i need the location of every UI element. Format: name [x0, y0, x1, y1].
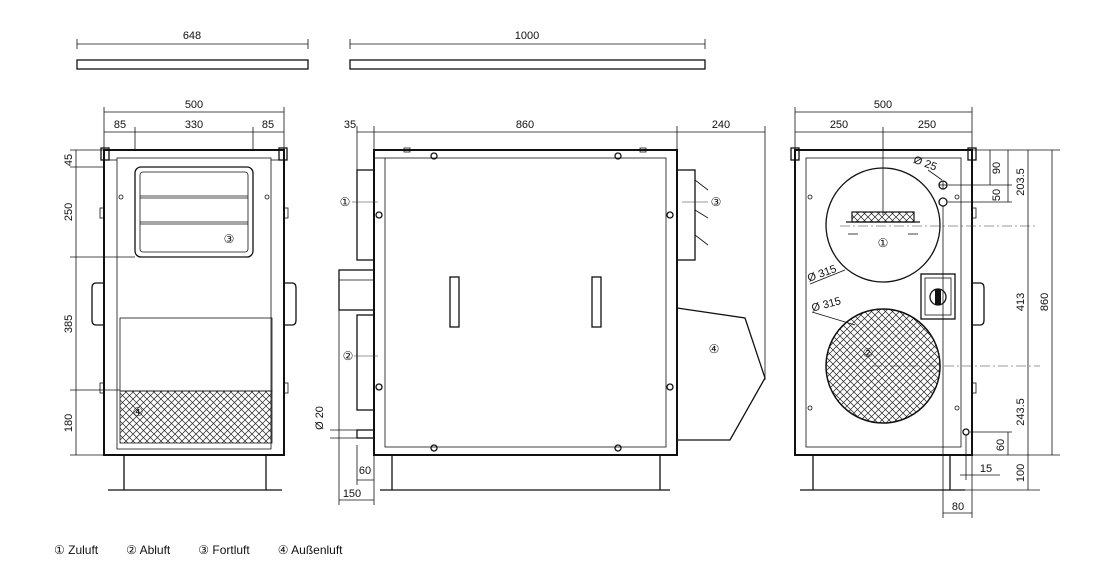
dim-rear-60: 60: [995, 439, 1007, 451]
dim-side-d20: Ø 20: [314, 406, 326, 430]
front-callout-4: ④: [133, 405, 144, 419]
dim-front-500: 500: [185, 99, 203, 111]
front-view: 500 85 330 85 45 250 385 180: [63, 99, 297, 491]
legend-item-zuluft: ① Zuluft: [54, 543, 99, 557]
dim-side-240: 240: [712, 119, 730, 131]
dim-front-85-right: 85: [262, 119, 274, 131]
dim-rear-15: 15: [980, 463, 992, 475]
dim-rear-d315-lower: Ø 315: [810, 295, 842, 314]
side-view: 35 860 240 ① ②: [314, 119, 766, 505]
dim-rear-50: 50: [991, 189, 1003, 201]
dim-rear-860: 860: [1039, 293, 1051, 311]
rear-callout-2: ②: [863, 346, 874, 360]
dim-side-150: 150: [343, 488, 361, 500]
dim-front-250: 250: [63, 203, 75, 221]
side-callout-1: ①: [340, 195, 351, 209]
legend-item-abluft: ② Abluft: [126, 543, 171, 557]
side-callout-2: ②: [343, 349, 354, 363]
dim-rear-100: 100: [1015, 464, 1027, 482]
dim-side-60: 60: [359, 465, 371, 477]
dim-rear-250-left: 250: [830, 119, 848, 131]
dim-1000: 1000: [515, 30, 539, 42]
rear-callout-1: ①: [878, 236, 889, 250]
dim-rear-413: 413: [1015, 293, 1027, 311]
dim-rear-d25: Ø 25: [912, 154, 939, 173]
legend-item-fortluft: ③ Fortluft: [198, 543, 250, 557]
dim-front-180: 180: [63, 414, 75, 432]
legend-item-aussenluft: ④ Außenluft: [277, 543, 343, 557]
dim-side-860: 860: [516, 119, 534, 131]
dim-front-385: 385: [63, 315, 75, 333]
front-callout-3: ③: [224, 232, 235, 246]
dim-rear-d315-upper: Ø 315: [806, 263, 838, 285]
dim-side-35: 35: [344, 119, 356, 131]
dim-rear-500: 500: [874, 99, 892, 111]
side-callout-3: ③: [711, 195, 722, 209]
dim-front-45: 45: [63, 154, 75, 166]
rear-view: 500 250 250 ① Ø 25 Ø 315: [790, 99, 1060, 518]
legend: ① Zuluft ② Abluft ③ Fortluft ④ Außenluft: [54, 543, 343, 557]
dim-rear-250-right: 250: [918, 119, 936, 131]
dim-648: 648: [183, 30, 201, 42]
dim-rear-243-5: 243.5: [1015, 398, 1027, 426]
top-right-strip: 1000: [349, 30, 706, 70]
dim-rear-80: 80: [952, 501, 964, 513]
side-bolts: [375, 147, 674, 452]
dim-front-330: 330: [185, 119, 203, 131]
dim-front-85-left: 85: [114, 119, 126, 131]
dim-rear-90: 90: [991, 162, 1003, 174]
top-left-strip: 648: [76, 30, 309, 70]
side-callout-4: ④: [709, 342, 720, 356]
dim-rear-203-5: 203.5: [1015, 168, 1027, 196]
